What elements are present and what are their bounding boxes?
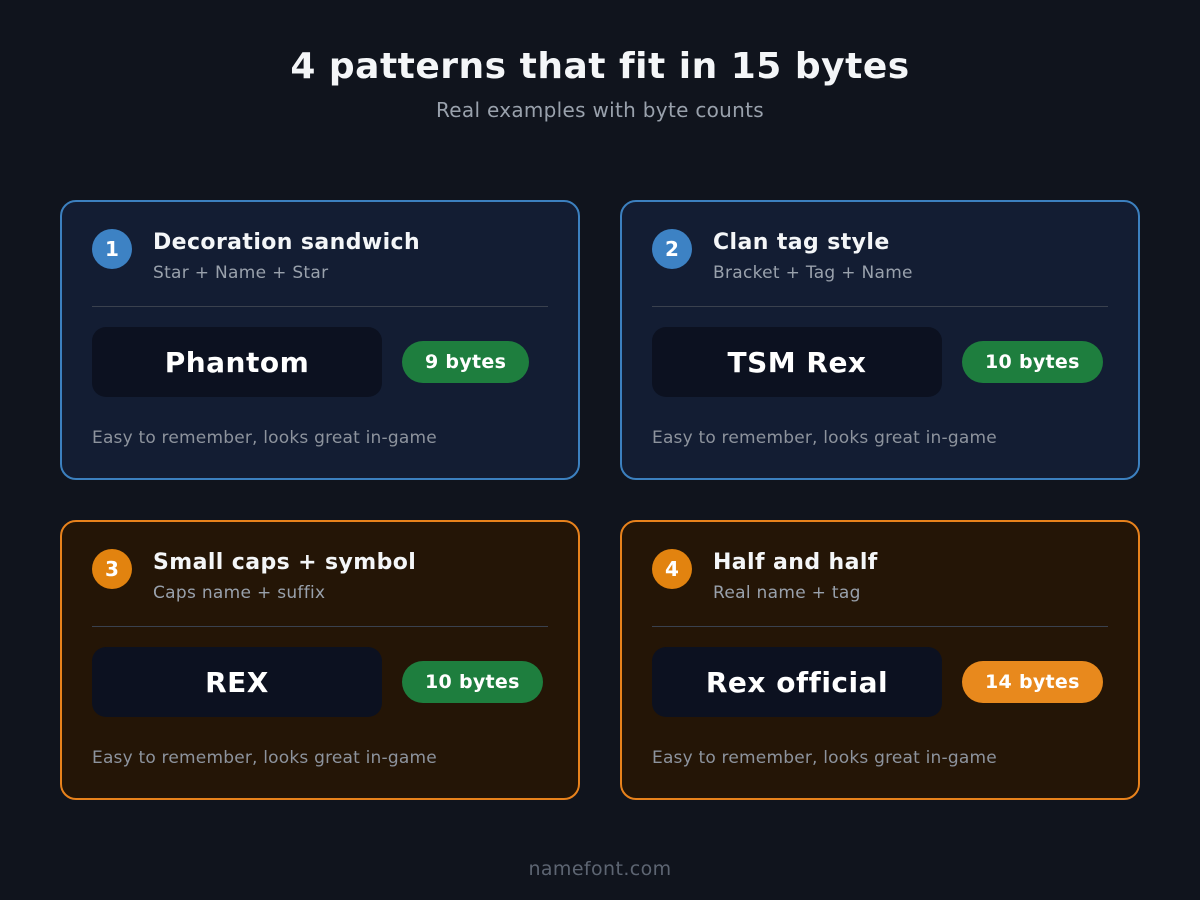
example-name: TSM Rex (727, 345, 867, 379)
cards-grid: 1 Decoration sandwich Star + Name + Star… (60, 200, 1140, 800)
card-number-badge: 3 (92, 549, 132, 589)
card-title: Clan tag style (713, 230, 890, 255)
card-clan-tag-style: 2 Clan tag style Bracket + Tag + Name TS… (620, 200, 1140, 480)
example-row: Phantom 9 bytes (92, 327, 548, 398)
divider (92, 306, 548, 308)
card-header-text: Half and half Real name + tag (713, 548, 878, 603)
card-decoration-sandwich: 1 Decoration sandwich Star + Name + Star… (60, 200, 580, 480)
page-title: 4 patterns that fit in 15 bytes (290, 46, 910, 87)
card-title: Small caps + symbol (153, 550, 417, 575)
card-header-text: Decoration sandwich Star + Name + Star (153, 228, 420, 283)
example-row: Rex official 14 bytes (652, 647, 1108, 718)
card-header-text: Small caps + symbol Caps name + suffix (153, 548, 416, 603)
card-header: 3 Small caps + symbol Caps name + suffix (92, 548, 548, 603)
example-name: Rex official (705, 665, 889, 699)
card-title: Decoration sandwich (153, 230, 421, 255)
byte-count-badge: 9 bytes (402, 341, 530, 384)
card-number-badge: 2 (652, 229, 692, 269)
card-half-and-half: 4 Half and half Real name + tag Rex offi… (620, 520, 1140, 800)
card-pattern: Bracket + Tag + Name (713, 263, 913, 284)
card-header-text: Clan tag style Bracket + Tag + Name (713, 228, 913, 283)
example-name-box: Rex official (652, 647, 942, 718)
example-name-box: TSM Rex (652, 327, 942, 398)
card-number-badge: 4 (652, 549, 692, 589)
page-footer: namefont.com (0, 858, 1200, 880)
example-name-box: Phantom (92, 327, 382, 398)
card-header: 4 Half and half Real name + tag (652, 548, 1108, 603)
byte-count-badge: 10 bytes (962, 341, 1103, 384)
page-subtitle: Real examples with byte counts (435, 98, 764, 122)
card-header: 1 Decoration sandwich Star + Name + Star (92, 228, 548, 283)
page-header: 4 patterns that fit in 15 bytes Real exa… (0, 0, 1200, 122)
card-note: Easy to remember, looks great in-game (92, 748, 437, 769)
card-small-caps-symbol: 3 Small caps + symbol Caps name + suffix… (60, 520, 580, 800)
byte-count-badge: 10 bytes (402, 661, 543, 704)
card-note: Easy to remember, looks great in-game (652, 748, 997, 769)
card-pattern: Real name + tag (713, 583, 861, 604)
card-note: Easy to remember, looks great in-game (92, 428, 437, 449)
example-row: TSM Rex 10 bytes (652, 327, 1108, 398)
card-number-badge: 1 (92, 229, 132, 269)
divider (92, 626, 548, 628)
card-pattern: Caps name + suffix (153, 583, 326, 604)
example-name: Phantom (164, 345, 310, 379)
divider (652, 306, 1108, 308)
card-title: Half and half (713, 550, 878, 575)
card-header: 2 Clan tag style Bracket + Tag + Name (652, 228, 1108, 283)
byte-count-badge: 14 bytes (962, 661, 1103, 704)
example-name: REX (205, 665, 269, 699)
divider (652, 626, 1108, 628)
site-name: namefont.com (528, 858, 672, 880)
card-note: Easy to remember, looks great in-game (652, 428, 997, 449)
example-name-box: REX (92, 647, 382, 718)
example-row: REX 10 bytes (92, 647, 548, 718)
card-pattern: Star + Name + Star (153, 263, 329, 284)
